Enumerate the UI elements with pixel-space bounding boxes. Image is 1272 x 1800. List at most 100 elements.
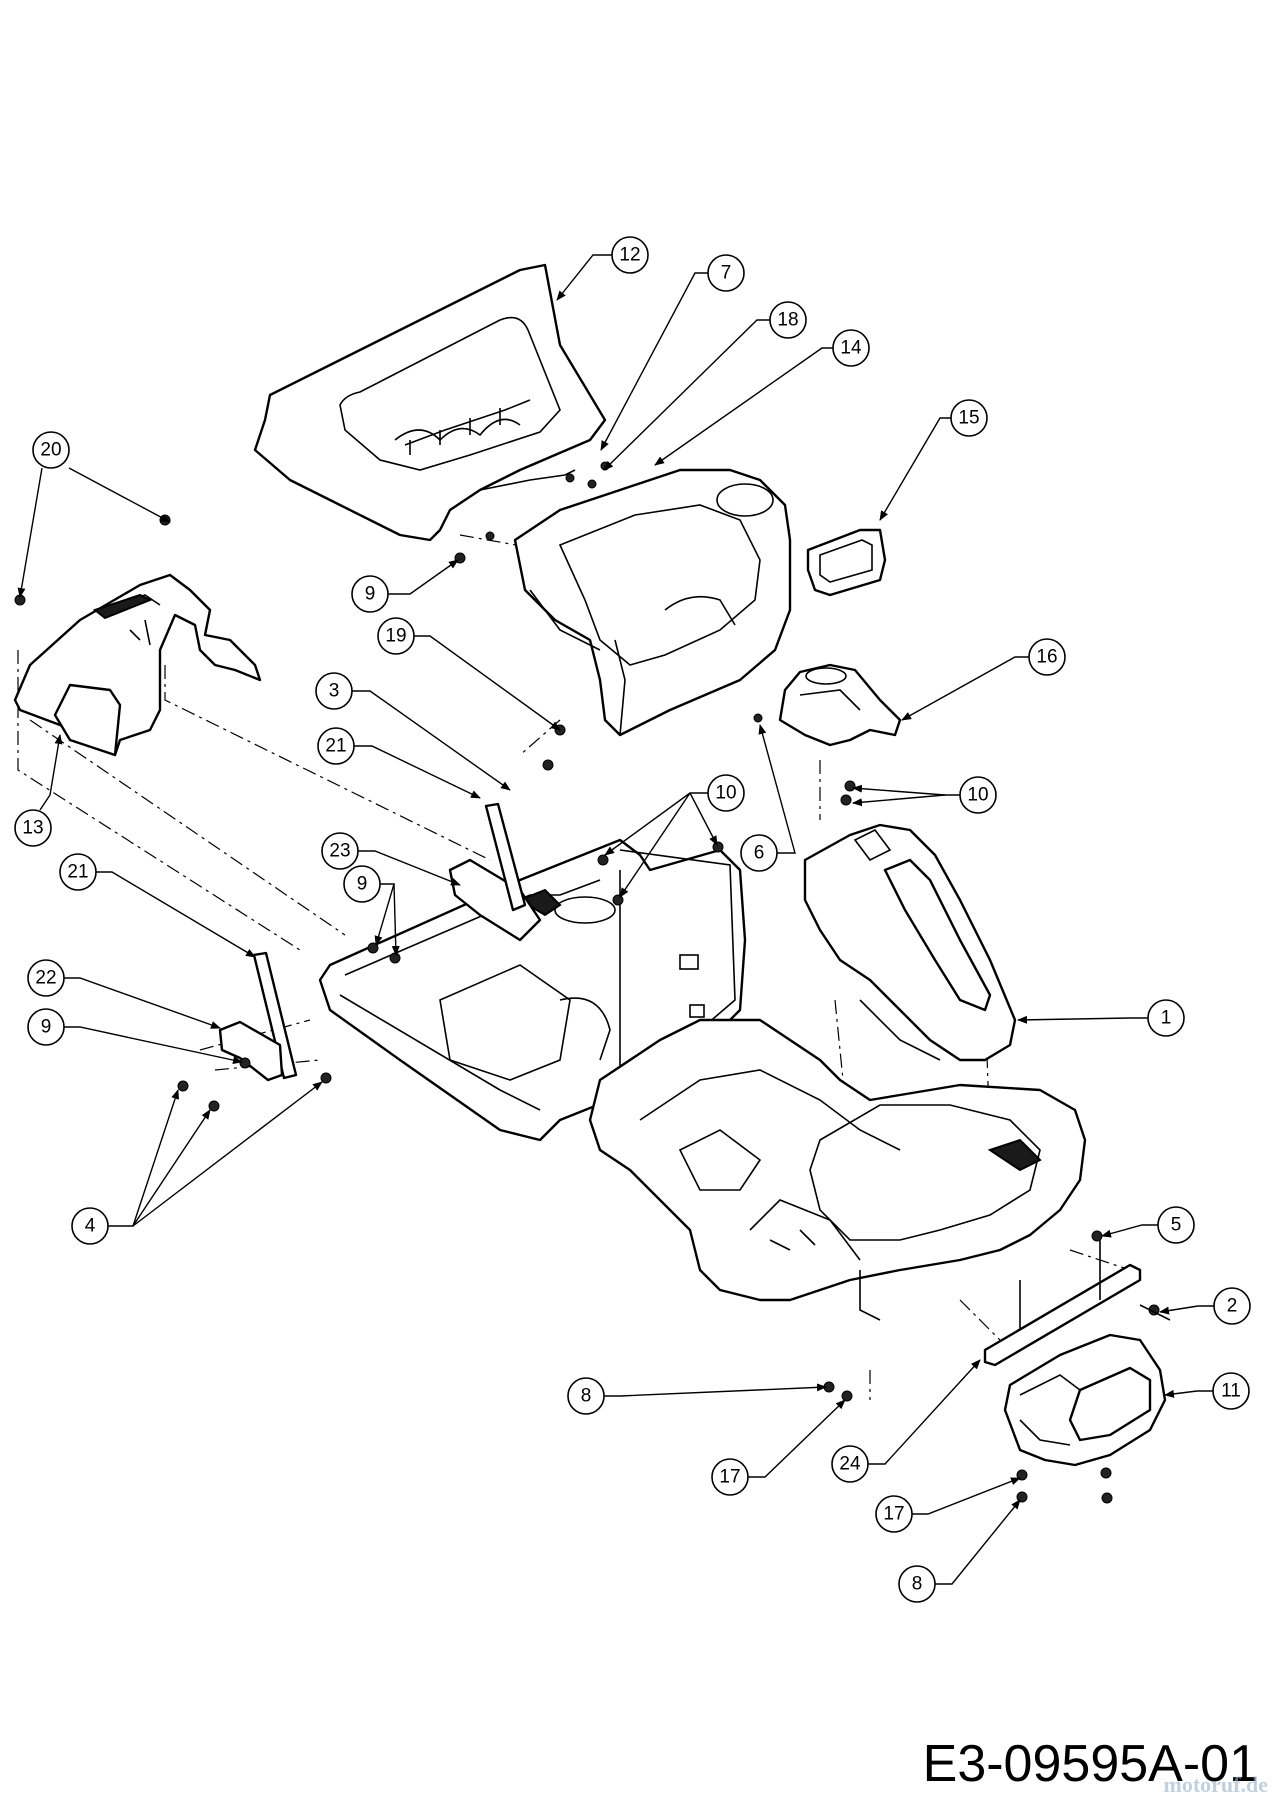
leader-19 (414, 635, 561, 731)
svg-text:2: 2 (1227, 1296, 1238, 1317)
callout-11: 11 (1212, 1372, 1250, 1410)
part-14-dashboard-hood (513, 468, 792, 737)
svg-text:24: 24 (839, 1454, 861, 1475)
leader-20a (68, 467, 171, 523)
part-16-column-cover (778, 663, 902, 747)
callout-17-bottom: 17 (875, 1495, 913, 1533)
leader-16 (901, 656, 1029, 721)
leader-8a (604, 1383, 827, 1397)
part-15-lens (806, 528, 887, 597)
callout-24: 24 (831, 1445, 869, 1483)
callout-19: 19 (377, 617, 415, 655)
leader-10a-3 (689, 792, 718, 846)
part-foot-deck (588, 1018, 1087, 1321)
leader-20b (17, 467, 43, 598)
watermark-logo: motoruf.de (1163, 1772, 1268, 1797)
svg-text:14: 14 (840, 338, 862, 359)
leader-22 (64, 977, 221, 1029)
callout-10-column: 10 (959, 776, 997, 814)
leader-21a (354, 745, 481, 799)
leader-9b-1 (374, 883, 395, 946)
callout-23: 23 (321, 832, 359, 870)
leader-9a (388, 559, 459, 595)
leader-1 (1017, 1015, 1148, 1024)
svg-text:16: 16 (1036, 647, 1057, 668)
callout-9-top: 9 (351, 575, 389, 613)
svg-text:6: 6 (754, 843, 765, 864)
callout-4: 4 (71, 1207, 109, 1245)
svg-text:21: 21 (325, 736, 346, 757)
svg-text:17: 17 (719, 1467, 740, 1488)
callout-21-lower: 21 (59, 853, 97, 891)
leader-6 (758, 724, 796, 854)
leader-3 (352, 690, 511, 791)
leader-18 (603, 319, 770, 471)
leader-9c (64, 1026, 243, 1065)
leader-12 (556, 254, 612, 301)
leader-8b (935, 1499, 1021, 1585)
svg-text:1: 1 (1161, 1008, 1172, 1029)
svg-text:13: 13 (22, 818, 43, 839)
svg-text:9: 9 (41, 1017, 52, 1038)
svg-text:22: 22 (35, 968, 56, 989)
part-13-left-fender (13, 573, 262, 757)
leader-9b-2 (391, 883, 400, 956)
callout-13: 13 (14, 809, 52, 847)
svg-text:18: 18 (777, 310, 798, 331)
callout-leaders (17, 254, 1214, 1585)
callout-17-mid: 17 (711, 1458, 749, 1496)
leader-4b (132, 1109, 211, 1227)
svg-text:19: 19 (385, 626, 406, 647)
leader-23 (358, 850, 461, 886)
callout-10-frame: 10 (707, 774, 745, 812)
part-22-bracket (218, 1020, 284, 1082)
callout-9-frame: 9 (343, 865, 381, 903)
callout-20: 20 (32, 431, 70, 469)
svg-text:10: 10 (967, 785, 988, 806)
part-1-steering-cover (803, 823, 1017, 1062)
svg-text:8: 8 (581, 1386, 592, 1407)
hardware (14, 461, 1171, 1504)
leader-2 (1159, 1305, 1214, 1315)
callout-8-mid: 8 (567, 1377, 605, 1415)
svg-text:3: 3 (329, 681, 340, 702)
leader-24 (868, 1359, 981, 1465)
part-23-bracket (448, 858, 542, 942)
part-24-bumper-bar (983, 1263, 1142, 1367)
svg-text:17: 17 (883, 1504, 904, 1525)
leader-17a (748, 1399, 846, 1478)
svg-text:5: 5 (1171, 1215, 1182, 1236)
callout-18: 18 (769, 301, 807, 339)
svg-text:4: 4 (85, 1216, 96, 1237)
callout-21-upper: 21 (317, 727, 355, 765)
part-12-rear-shroud (253, 263, 607, 542)
svg-text:21: 21 (67, 862, 88, 883)
leader-17b (912, 1477, 1021, 1515)
leader-4c (132, 1081, 323, 1227)
callout-16: 16 (1028, 638, 1066, 676)
svg-text:23: 23 (329, 841, 350, 862)
svg-text:11: 11 (1221, 1381, 1241, 1402)
part-11-front-bumper (1003, 1333, 1167, 1467)
callout-12: 12 (611, 236, 649, 274)
leader-21b (96, 871, 256, 958)
svg-text:12: 12 (619, 245, 640, 266)
callout-9-bracket: 9 (27, 1008, 65, 1046)
leader-11 (1164, 1389, 1213, 1398)
svg-text:10: 10 (715, 783, 736, 804)
leader-10b-2 (852, 794, 946, 807)
callout-22: 22 (27, 959, 65, 997)
callout-3: 3 (315, 672, 353, 710)
svg-text:8: 8 (912, 1574, 923, 1595)
callout-6: 6 (740, 834, 778, 872)
part-21-upper-rod (484, 802, 527, 912)
callout-1: 1 (1147, 999, 1185, 1037)
leader-14 (654, 347, 833, 466)
callout-14: 14 (832, 329, 870, 367)
callouts: 12 7 18 14 15 20 9 19 16 3 21 10 10 13 6… (14, 236, 1251, 1603)
svg-text:9: 9 (357, 874, 368, 895)
leader-13 (39, 734, 63, 811)
leader-4a (108, 1089, 179, 1227)
callout-5: 5 (1157, 1206, 1195, 1244)
